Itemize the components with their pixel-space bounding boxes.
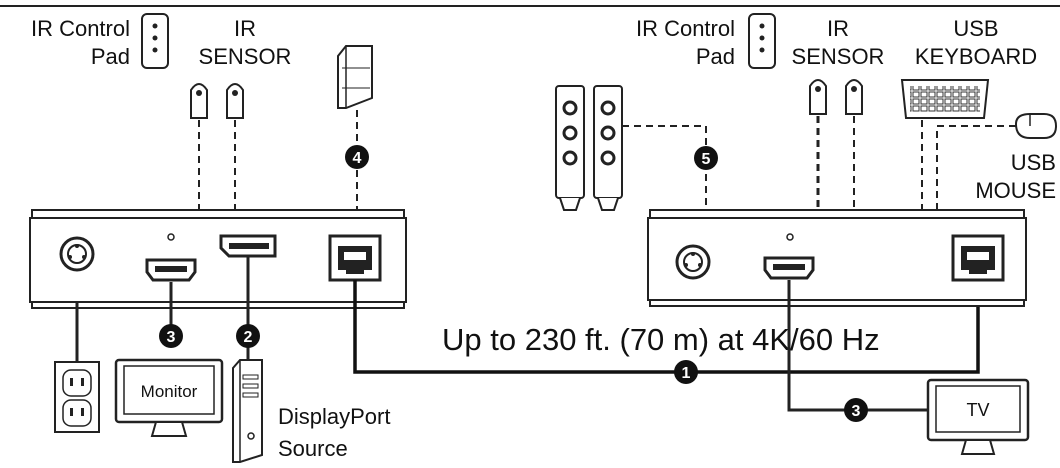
tv-label: TV [966,400,989,420]
displayport-port-icon [219,234,277,258]
usb-mouse-label: USB MOUSE [975,150,1056,203]
hdmi-cable-tv [787,280,928,412]
ir-sensor-label-line2: SENSOR [199,44,292,69]
power-outlet-icon [54,361,100,433]
speaker-icon-2 [593,85,623,211]
receiver-hdmi-port-icon [763,256,815,280]
callout-5: 5 [694,146,718,170]
network-device-icon [337,45,373,109]
svg-text:Pad: Pad [696,44,735,69]
keyboard-icon [900,79,990,119]
receiver-led-indicator [786,233,794,241]
ir-control-label-line2: Pad [91,44,130,69]
led-indicator [167,233,175,241]
right-ir-control-pad-label: IR Control Pad [636,16,735,69]
monitor-icon: Monitor [114,358,224,437]
distance-label-bg [440,322,948,358]
mouse-icon [1014,113,1058,139]
svg-text:1: 1 [682,365,691,382]
pc-tower-icon [232,359,263,463]
callout-1: 1 [674,360,698,384]
left-ir-remote-icon [141,13,169,69]
audio-cable [622,125,707,212]
transmitter-unit [29,209,407,309]
svg-text:KEYBOARD: KEYBOARD [915,44,1037,69]
hdmi-port-icon [145,258,197,282]
svg-text:MOUSE: MOUSE [975,178,1056,203]
svg-text:2: 2 [244,329,253,346]
svg-text:DisplayPort: DisplayPort [278,404,390,429]
left-ir-sensor-icon-1 [190,83,208,119]
svg-text:USB: USB [953,16,998,41]
svg-text:5: 5 [702,151,711,168]
svg-text:USB: USB [1011,150,1056,175]
svg-text:IR Control: IR Control [636,16,735,41]
callout-2: 2 [236,324,260,348]
rj45-port-icon [328,234,382,282]
speaker-icon-1 [555,85,585,211]
receiver-unit [647,209,1027,307]
mouse-cable [936,125,1016,212]
svg-text:3: 3 [167,329,176,346]
left-ir-control-pad-label: IR Control Pad [31,16,130,69]
ir-sensor-label-line1: IR [234,16,256,41]
receiver-rj45-port-icon [951,234,1005,282]
svg-text:SENSOR: SENSOR [792,44,885,69]
cat-cable [353,280,980,374]
callout-4: 4 [345,145,369,169]
callout-3-left: 3 [159,324,183,348]
ir-control-label-line1: IR Control [31,16,130,41]
svg-text:IR: IR [827,16,849,41]
receiver-power-port-icon [675,244,711,280]
right-ir-sensor-icon-2 [845,79,863,115]
usb-keyboard-label: USB KEYBOARD [915,16,1037,69]
callout-3-right: 3 [844,398,868,422]
svg-text:Source: Source [278,436,348,461]
cable-distance-label: Up to 230 ft. (70 m) at 4K/60 Hz [442,322,880,357]
left-ir-sensor-icon-2 [226,83,244,119]
svg-text:4: 4 [353,150,362,167]
monitor-label: Monitor [141,382,198,401]
tv-icon: TV [926,378,1030,455]
right-ir-sensor-label: IR SENSOR [792,16,885,69]
svg-text:3: 3 [852,403,861,420]
power-port-icon [59,236,95,272]
displayport-source-label: DisplayPort Source [278,404,390,461]
left-ir-sensor-label: IR SENSOR [199,16,292,69]
right-ir-sensor-icon-1 [809,79,827,115]
right-ir-remote-icon [748,13,776,69]
